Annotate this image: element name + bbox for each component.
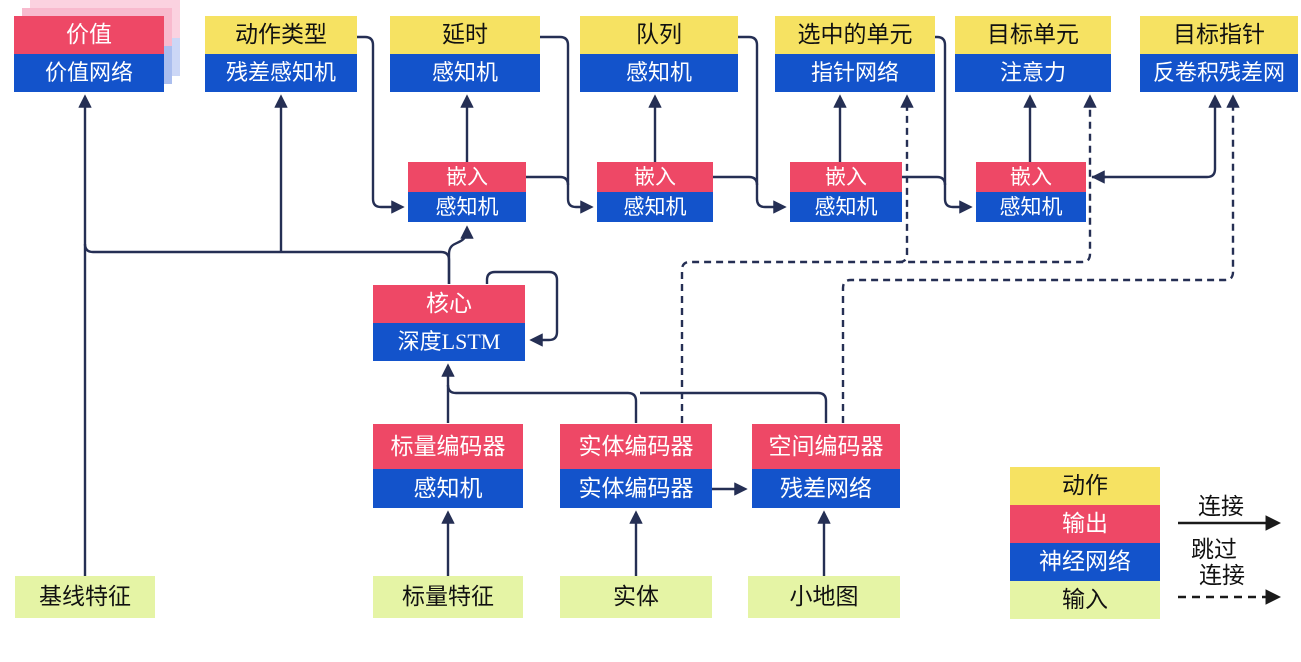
wire-embed4-to-target-point xyxy=(1092,94,1222,179)
input-scalar-features: 标量特征 xyxy=(373,576,523,618)
node-core-body: 深度LSTM xyxy=(373,323,525,361)
wire-skip-entity-to-target-unit xyxy=(680,94,1097,423)
node-spatial-encoder-head: 空间编码器 xyxy=(752,424,900,469)
node-selected-units-head: 选中的单元 xyxy=(775,16,935,54)
node-value-body: 价值网络 xyxy=(14,54,164,92)
legend-dashed-arrow-label-line2: 连接 xyxy=(1199,563,1245,588)
node-value-head: 价值 xyxy=(14,16,164,54)
node-core: 核心 深度LSTM xyxy=(373,285,525,361)
legend-swatch-input: 输入 xyxy=(1010,581,1160,619)
node-target-unit: 目标单元 注意力 xyxy=(955,16,1111,92)
legend-swatch-stack: 动作 输出 神经网络 输入 xyxy=(1010,467,1160,619)
node-embed-4: 嵌入 感知机 xyxy=(976,162,1086,222)
wire-core-left-trunk xyxy=(83,243,451,284)
node-scalar-encoder-head: 标量编码器 xyxy=(373,424,523,469)
node-target-point-head: 目标指针 xyxy=(1140,16,1298,54)
node-embed-3: 嵌入 感知机 xyxy=(790,162,902,222)
input-minimap-label: 小地图 xyxy=(748,576,900,618)
node-embed-4-body: 感知机 xyxy=(976,192,1086,222)
node-embed-2-body: 感知机 xyxy=(597,192,713,222)
node-value: 价值 价值网络 xyxy=(14,16,164,92)
node-delay-body: 感知机 xyxy=(390,54,540,92)
legend-swatch-network: 神经网络 xyxy=(1010,543,1160,581)
node-selected-units: 选中的单元 指针网络 xyxy=(775,16,935,92)
node-entity-encoder-body: 实体编码器 xyxy=(560,469,712,508)
node-embed-1-body: 感知机 xyxy=(408,192,526,222)
node-target-point: 目标指针 反卷积残差网 xyxy=(1140,16,1298,92)
wire-embed1-merge xyxy=(526,175,570,186)
input-minimap: 小地图 xyxy=(748,576,900,618)
legend-dashed-arrow-label-line1: 跳过 xyxy=(1191,537,1237,562)
node-embed-2: 嵌入 感知机 xyxy=(597,162,713,222)
node-spatial-encoder: 空间编码器 残差网络 xyxy=(752,424,900,508)
node-embed-3-head: 嵌入 xyxy=(790,162,902,192)
node-action-type-body: 残差感知机 xyxy=(205,54,357,92)
wire-spatial-encoder-to-core xyxy=(640,391,828,423)
node-embed-1-head: 嵌入 xyxy=(408,162,526,192)
node-core-head: 核心 xyxy=(373,285,525,323)
legend-solid-arrow-label: 连接 xyxy=(1198,494,1244,519)
node-embed-3-body: 感知机 xyxy=(790,192,902,222)
node-embed-1: 嵌入 感知机 xyxy=(408,162,526,222)
legend-swatch-action: 动作 xyxy=(1010,467,1160,505)
input-entities-label: 实体 xyxy=(560,576,712,618)
node-queue-body: 感知机 xyxy=(580,54,738,92)
node-target-unit-head: 目标单元 xyxy=(955,16,1111,54)
input-entities: 实体 xyxy=(560,576,712,618)
node-queue-head: 队列 xyxy=(580,16,738,54)
node-scalar-encoder-body: 感知机 xyxy=(373,469,523,508)
node-target-point-body: 反卷积残差网 xyxy=(1140,54,1298,92)
node-embed-2-head: 嵌入 xyxy=(597,162,713,192)
node-action-type: 动作类型 残差感知机 xyxy=(205,16,357,92)
node-embed-4-head: 嵌入 xyxy=(976,162,1086,192)
node-delay: 延时 感知机 xyxy=(390,16,540,92)
node-selected-units-body: 指针网络 xyxy=(775,54,935,92)
input-baseline-features: 基线特征 xyxy=(15,576,155,618)
node-spatial-encoder-body: 残差网络 xyxy=(752,469,900,508)
node-scalar-encoder: 标量编码器 感知机 xyxy=(373,424,523,508)
node-action-type-head: 动作类型 xyxy=(205,16,357,54)
input-scalar-features-label: 标量特征 xyxy=(373,576,523,618)
wire-skip-spatial-to-target-point xyxy=(841,94,1240,423)
wire-core-to-embed1 xyxy=(447,225,474,284)
wire-embed3-merge xyxy=(902,175,947,186)
input-baseline-features-label: 基线特征 xyxy=(15,576,155,618)
legend-swatch-output: 输出 xyxy=(1010,505,1160,543)
node-entity-encoder: 实体编码器 实体编码器 xyxy=(560,424,712,508)
node-target-unit-body: 注意力 xyxy=(955,54,1111,92)
node-queue: 队列 感知机 xyxy=(580,16,738,92)
node-entity-encoder-head: 实体编码器 xyxy=(560,424,712,469)
node-delay-head: 延时 xyxy=(390,16,540,54)
wire-embed2-merge xyxy=(713,175,759,186)
wire-entity-encoder-to-core xyxy=(446,384,638,423)
